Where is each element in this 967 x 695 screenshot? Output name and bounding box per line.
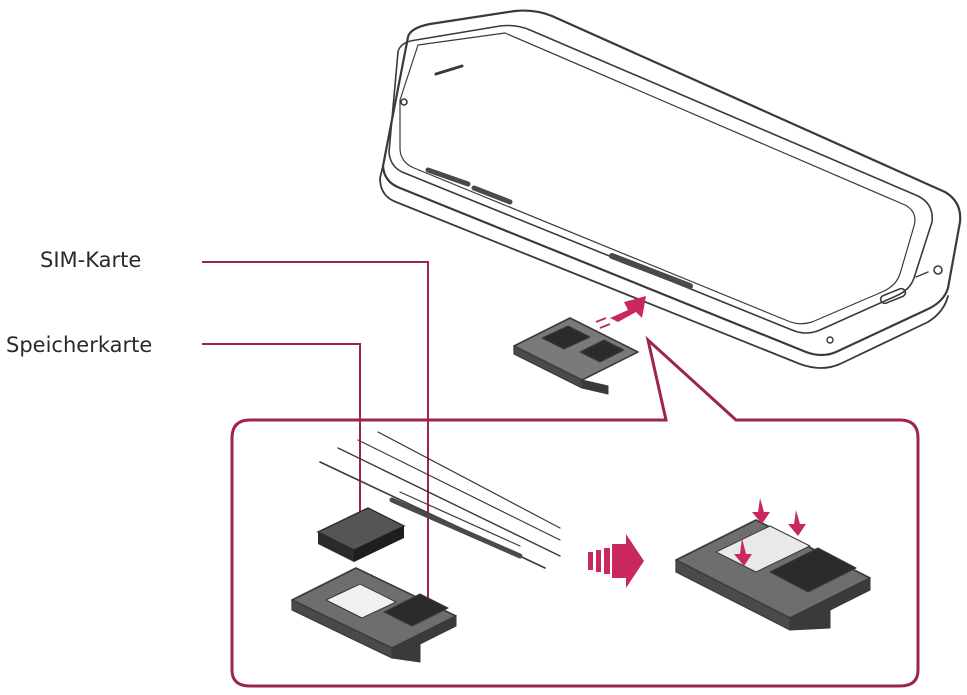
- sim-tray-small: [513, 317, 639, 395]
- push-down-arrows-icon: [734, 498, 806, 566]
- sim-tray-inserted: [675, 519, 871, 631]
- phone-edge-detail: [319, 431, 561, 569]
- direction-arrow-icon: [588, 534, 644, 588]
- insert-arrow-icon: [595, 296, 646, 329]
- leader-lines: [202, 261, 429, 600]
- smartphone-illustration: [379, 9, 962, 369]
- callout-frame: [230, 335, 920, 688]
- sim-tray-large: [291, 567, 457, 663]
- sim-card-label: SIM-Karte: [40, 248, 142, 272]
- memory-card-label: Speicherkarte: [6, 333, 153, 357]
- memory-card: [316, 507, 406, 562]
